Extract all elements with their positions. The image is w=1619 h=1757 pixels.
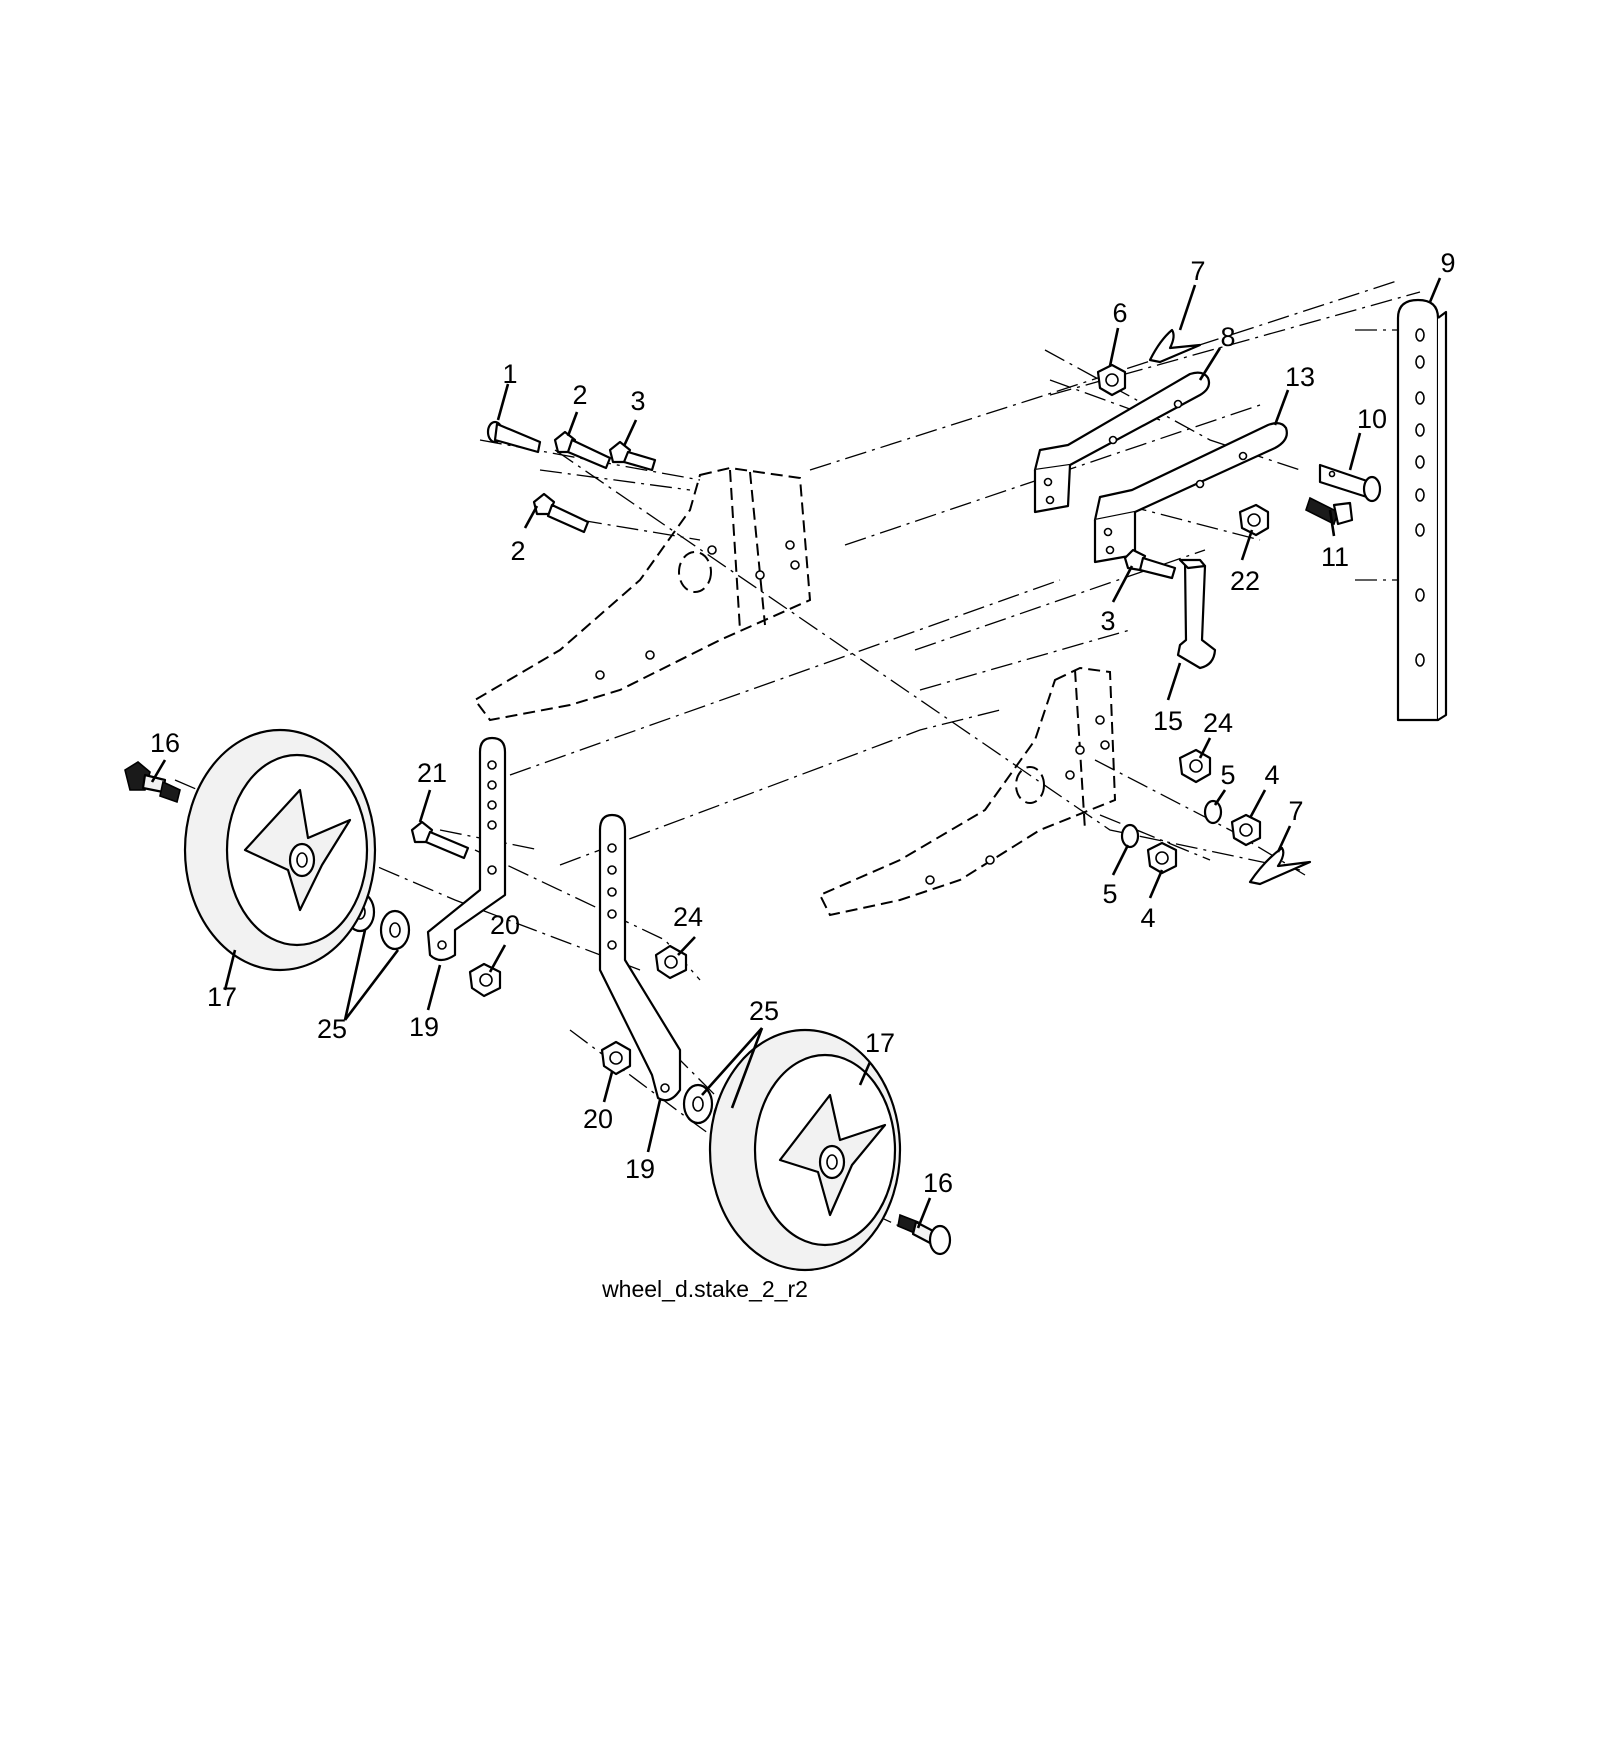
- lock-washer-5-upper: [1203, 799, 1223, 825]
- hex-bolt-3-left: [608, 440, 657, 472]
- callout-3: 3: [630, 386, 645, 416]
- hex-nut-20-right: [600, 1040, 632, 1076]
- latch-15: [1176, 558, 1217, 670]
- hairpin-clip-7-lower: [1248, 846, 1312, 886]
- callout-16: 16: [923, 1168, 953, 1198]
- hex-nut-22: [1238, 503, 1270, 537]
- wheel-bracket-right: [598, 813, 682, 1102]
- callout-25: 25: [317, 1014, 347, 1044]
- callout-7: 7: [1288, 796, 1303, 826]
- depth-stake-bar: [1396, 298, 1448, 722]
- clevis-pin-1: [486, 420, 542, 454]
- callout-5: 5: [1102, 879, 1117, 909]
- tiller-frame-left: [473, 466, 812, 722]
- hex-bolt-21: [410, 820, 470, 860]
- shoulder-bolt-left: [124, 761, 181, 804]
- clevis-pin: [1318, 463, 1382, 503]
- callout-17: 17: [207, 982, 237, 1012]
- callout-25: 25: [749, 996, 779, 1026]
- wheel-left: [183, 728, 377, 972]
- callout-4: 4: [1264, 760, 1279, 790]
- callout-16: 16: [150, 728, 180, 758]
- callout-4: 4: [1140, 903, 1155, 933]
- hex-bolt-2-upper: [553, 430, 612, 470]
- callout-24: 24: [673, 902, 703, 932]
- callout-7: 7: [1190, 256, 1205, 286]
- callout-11: 11: [1321, 542, 1349, 572]
- callout-6: 6: [1112, 298, 1127, 328]
- stake-bracket-upper: [1033, 371, 1211, 514]
- callout-leaders: [150, 277, 1442, 1229]
- hex-bolt-3-right: [1123, 548, 1177, 580]
- callout-19: 19: [625, 1154, 655, 1184]
- callout-17: 17: [865, 1028, 895, 1058]
- stake-bracket-lower: [1093, 421, 1288, 564]
- callout-20: 20: [583, 1104, 613, 1134]
- callout-9: 9: [1440, 248, 1455, 278]
- callout-21: 21: [417, 758, 447, 788]
- callout-20: 20: [490, 910, 520, 940]
- hex-nut-6: [1096, 363, 1127, 397]
- callout-24: 24: [1203, 708, 1233, 738]
- callout-3: 3: [1100, 606, 1115, 636]
- callout-10: 10: [1357, 404, 1387, 434]
- callout-8: 8: [1220, 322, 1235, 352]
- hairpin-clip-7-upper: [1148, 328, 1202, 364]
- tiller-frame-right: [818, 666, 1117, 917]
- hex-bolt-2-lower: [532, 492, 590, 534]
- lock-washer-5-lower: [1120, 823, 1140, 849]
- callout-labels: 1 2 3 2 6 7 8 13 9 10 11 22 3 15 24 5 4 …: [150, 248, 1456, 1198]
- callout-2: 2: [510, 536, 525, 566]
- wheel-bracket-left: [426, 736, 507, 962]
- hex-nut-4-upper: [1230, 813, 1262, 847]
- diagram-caption: wheel_d.stake_2_r2: [601, 1276, 808, 1302]
- callout-2: 2: [572, 380, 587, 410]
- callout-1: 1: [502, 359, 517, 389]
- wheel-right: [708, 1028, 902, 1272]
- hex-nut-24-right: [1178, 748, 1212, 784]
- hex-nut-20-left: [468, 962, 502, 998]
- callout-13: 13: [1285, 362, 1315, 392]
- callout-15: 15: [1153, 706, 1183, 736]
- shoulder-bolt-right: [897, 1213, 952, 1256]
- hex-nut-4-lower: [1146, 841, 1178, 875]
- callout-22: 22: [1230, 566, 1260, 596]
- callout-19: 19: [409, 1012, 439, 1042]
- callout-5: 5: [1220, 760, 1235, 790]
